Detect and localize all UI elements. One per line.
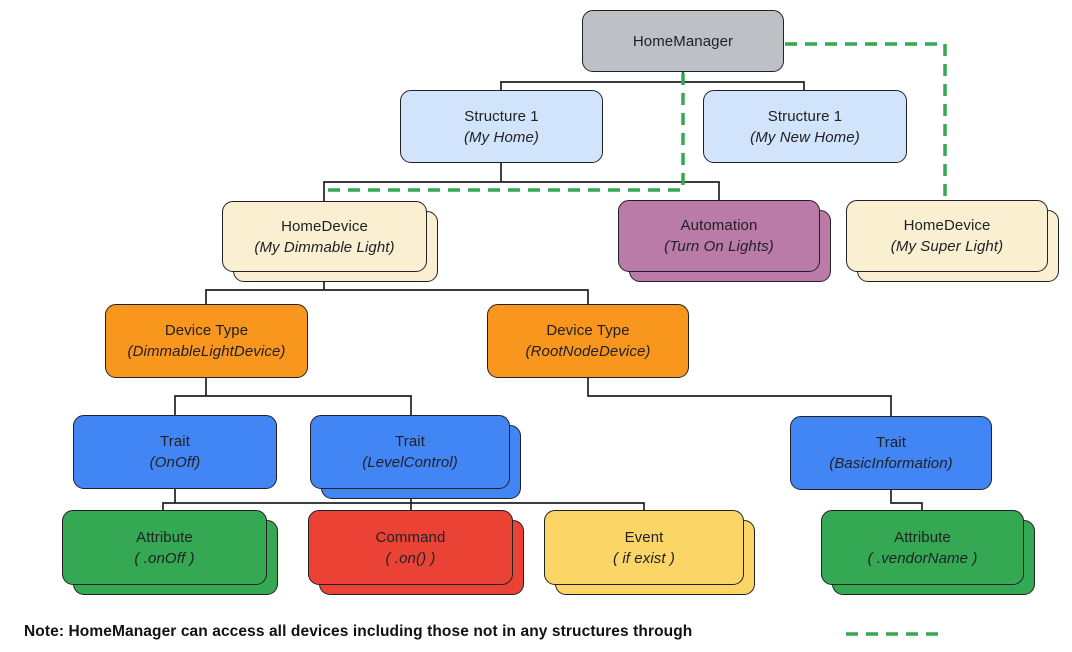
edge-dashed-homemanager-to-super-light xyxy=(785,42,947,199)
node-attribute-vendorname-title: Attribute xyxy=(894,528,951,546)
node-home-device-dimmable-subtitle: (My Dimmable Light) xyxy=(254,238,395,256)
node-structure-my-home-subtitle: (My Home) xyxy=(463,128,540,146)
node-trait-levelcontrol-title: Trait xyxy=(395,433,425,450)
node-home-device-dimmable-title: HomeDevice xyxy=(281,217,368,235)
node-trait-onoff-title: Trait xyxy=(160,433,190,450)
node-trait-basicinformation: Trait (BasicInformation) xyxy=(790,416,992,490)
footnote: Note: HomeManager can access all devices… xyxy=(24,623,692,641)
node-trait-levelcontrol-subtitle: (LevelControl) xyxy=(362,454,458,471)
node-trait-basicinformation-title: Trait xyxy=(876,434,906,451)
node-trait-onoff-box: Trait (OnOff) xyxy=(73,415,277,489)
node-automation-turn-on-lights-title: Automation xyxy=(680,217,758,234)
node-event-if-exist: Event ( if exist ) xyxy=(544,510,755,595)
node-structure-my-new-home-subtitle: (My New Home) xyxy=(750,128,860,146)
node-trait-basicinformation-box: Trait (BasicInformation) xyxy=(790,416,992,490)
node-device-type-dimmable: Device Type (DimmableLightDevice) xyxy=(105,304,308,378)
node-device-type-rootnode-box: Device Type (RootNodeDevice) xyxy=(487,304,689,378)
node-home-manager-box: HomeManager xyxy=(582,10,784,72)
node-home-device-dimmable-box: HomeDevice (My Dimmable Light) xyxy=(222,201,427,272)
node-structure-my-new-home: Structure 1 (My New Home) xyxy=(703,90,907,163)
node-structure-my-home-title: Structure 1 xyxy=(464,107,539,125)
node-home-device-super-light: HomeDevice (My Super Light) xyxy=(846,200,1059,282)
node-structure-my-new-home-title: Structure 1 xyxy=(767,107,843,125)
node-home-manager: HomeManager xyxy=(582,10,784,72)
node-trait-onoff-subtitle: (OnOff) xyxy=(149,454,201,471)
node-device-type-dimmable-subtitle: (DimmableLightDevice) xyxy=(127,343,286,360)
edge-devicetype2-to-trait3 xyxy=(587,378,892,416)
edge-trait-basicinfo-to-attribute xyxy=(890,490,923,510)
node-command-on-subtitle: ( .on() ) xyxy=(385,549,436,567)
node-trait-levelcontrol: Trait (LevelControl) xyxy=(310,415,521,499)
node-attribute-onoff: Attribute ( .onOff ) xyxy=(62,510,278,595)
node-event-if-exist-subtitle: ( if exist ) xyxy=(612,549,676,567)
node-event-if-exist-title: Event xyxy=(624,528,664,546)
node-device-type-dimmable-title: Device Type xyxy=(164,322,249,339)
node-home-device-super-light-subtitle: (My Super Light) xyxy=(890,238,1004,255)
node-attribute-onoff-box: Attribute ( .onOff ) xyxy=(62,510,267,585)
node-trait-basicinformation-subtitle: (BasicInformation) xyxy=(829,455,953,472)
node-attribute-onoff-subtitle: ( .onOff ) xyxy=(134,549,195,567)
node-attribute-vendorname-subtitle: ( .vendorName ) xyxy=(867,549,978,567)
node-home-device-super-light-box: HomeDevice (My Super Light) xyxy=(846,200,1048,272)
node-device-type-dimmable-box: Device Type (DimmableLightDevice) xyxy=(105,304,308,378)
node-event-if-exist-box: Event ( if exist ) xyxy=(544,510,744,585)
node-home-manager-title: HomeManager xyxy=(632,32,734,50)
node-structure-my-home: Structure 1 (My Home) xyxy=(400,90,603,163)
edge-devicetype1-to-traits xyxy=(174,378,412,415)
node-device-type-rootnode-subtitle: (RootNodeDevice) xyxy=(525,343,651,360)
node-trait-levelcontrol-box: Trait (LevelControl) xyxy=(310,415,510,489)
node-home-device-dimmable: HomeDevice (My Dimmable Light) xyxy=(222,201,438,282)
node-device-type-rootnode-title: Device Type xyxy=(546,322,630,339)
node-device-type-rootnode: Device Type (RootNodeDevice) xyxy=(487,304,689,378)
node-automation-turn-on-lights: Automation (Turn On Lights) xyxy=(618,200,831,282)
node-trait-onoff: Trait (OnOff) xyxy=(73,415,277,489)
node-attribute-onoff-title: Attribute xyxy=(136,528,193,546)
node-home-device-super-light-title: HomeDevice xyxy=(903,217,991,234)
node-attribute-vendorname-box: Attribute ( .vendorName ) xyxy=(821,510,1024,585)
node-command-on-box: Command ( .on() ) xyxy=(308,510,513,585)
node-automation-turn-on-lights-box: Automation (Turn On Lights) xyxy=(618,200,820,272)
node-command-on: Command ( .on() ) xyxy=(308,510,524,595)
edge-structure1-to-children xyxy=(323,163,720,201)
footnote-text: Note: HomeManager can access all devices… xyxy=(24,623,693,640)
node-attribute-vendorname: Attribute ( .vendorName ) xyxy=(821,510,1035,595)
node-automation-turn-on-lights-subtitle: (Turn On Lights) xyxy=(664,238,774,255)
node-command-on-title: Command xyxy=(375,528,446,546)
node-structure-my-home-box: Structure 1 (My Home) xyxy=(400,90,603,163)
node-structure-my-new-home-box: Structure 1 (My New Home) xyxy=(703,90,907,163)
